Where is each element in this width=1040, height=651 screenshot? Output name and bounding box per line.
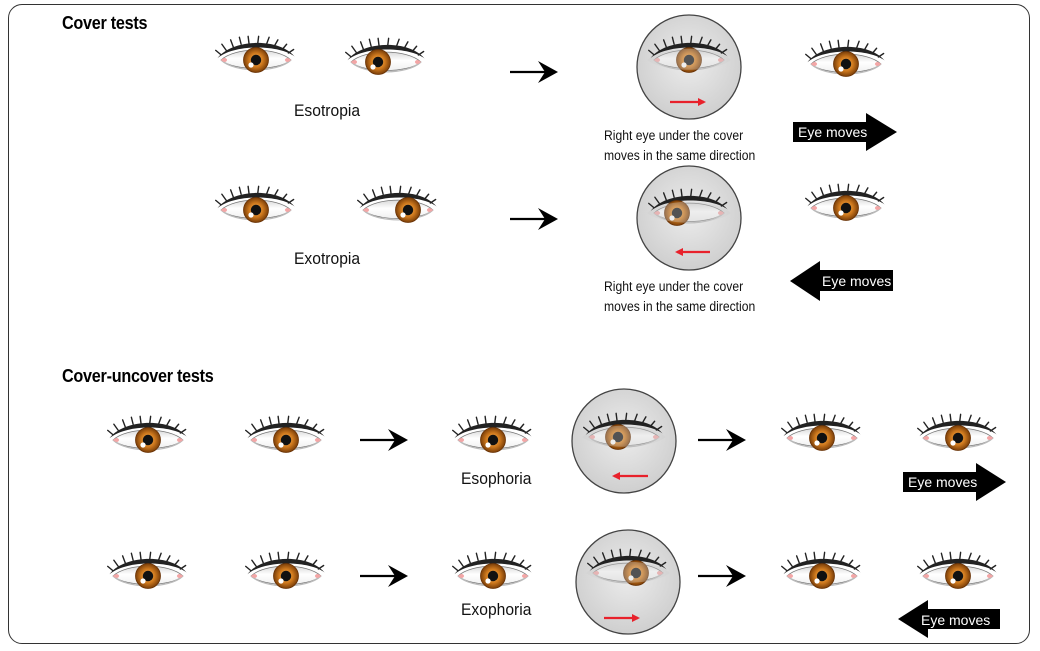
- eye-icon: [806, 184, 885, 220]
- right-arrow-icon: [698, 565, 746, 587]
- eye-icon: [346, 38, 425, 74]
- eye-moves-badge: Eye moves: [790, 261, 893, 301]
- eye-icon: [246, 552, 325, 588]
- eye-icon: [782, 552, 861, 588]
- eye-icon: [216, 36, 295, 72]
- eye-icon: [918, 552, 997, 588]
- eye-icon: [108, 552, 187, 588]
- eye-icon: [782, 414, 861, 450]
- eye-moves-text: Eye moves: [908, 474, 977, 490]
- right-arrow-icon: [510, 61, 558, 83]
- eye-icon: [453, 552, 532, 588]
- eye-moves-text: Eye moves: [921, 612, 990, 628]
- eye-icon: [918, 414, 997, 450]
- cover-icon: [637, 166, 741, 270]
- cover-icon: [637, 15, 741, 119]
- right-arrow-icon: [510, 208, 558, 230]
- right-arrow-icon: [360, 565, 408, 587]
- eye-moves-text: Eye moves: [798, 124, 867, 140]
- eye-icon: [108, 416, 187, 452]
- eye-moves-text: Eye moves: [822, 273, 891, 289]
- eye-icon: [246, 416, 325, 452]
- cover-icon: [572, 389, 676, 493]
- eye-icon: [358, 186, 437, 222]
- right-arrow-icon: [360, 429, 408, 451]
- eye-icon: [806, 40, 885, 76]
- eye-moves-badge: Eye moves: [793, 113, 897, 151]
- eye-moves-badge: Eye moves: [898, 600, 1000, 638]
- eye-moves-badge: Eye moves: [903, 463, 1006, 501]
- eye-icon: [453, 416, 532, 452]
- right-arrow-icon: [698, 429, 746, 451]
- eye-icon: [216, 186, 295, 222]
